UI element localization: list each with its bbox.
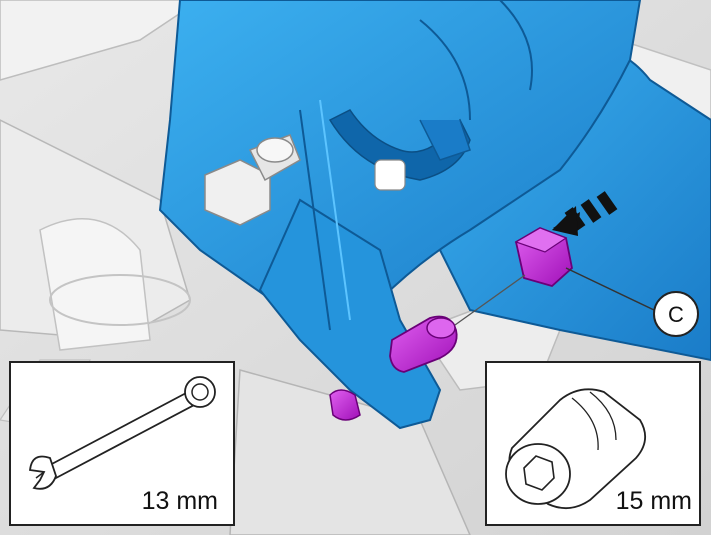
blue-bracket: [158, 0, 711, 430]
combination-wrench-icon: [29, 376, 216, 490]
mounting-bolt: [204, 134, 406, 226]
highlighted-nuts: [329, 227, 573, 421]
direction-arrow-icon: [552, 191, 618, 236]
hex-socket-icon: [505, 388, 646, 510]
socket-inset: 15 mm: [485, 361, 701, 526]
callout-c: C: [565, 267, 699, 337]
stud-nut-lower: [389, 315, 458, 373]
wrench-size-label: 13 mm: [142, 487, 218, 515]
socket-size-label: 15 mm: [616, 487, 692, 515]
bolt-end-lower: [329, 389, 361, 421]
wrench-inset: 13 mm: [9, 361, 235, 526]
callout-letter: C: [668, 302, 684, 327]
nut-c: [514, 227, 573, 288]
